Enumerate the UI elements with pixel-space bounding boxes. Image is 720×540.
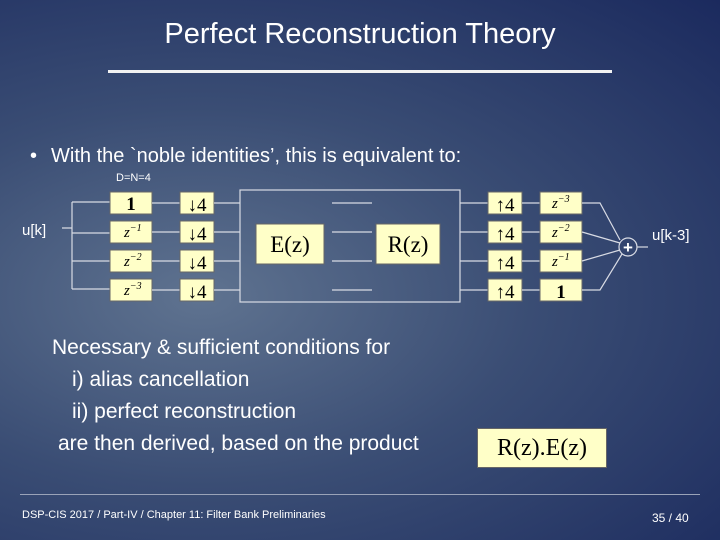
dn-label: D=N=4 bbox=[116, 172, 151, 184]
delay-text-0: 1 bbox=[126, 194, 136, 215]
R-block-text: R(z) bbox=[388, 232, 429, 257]
up-to-delay-wires bbox=[522, 202, 540, 291]
R-to-up-wires bbox=[460, 202, 488, 291]
footer-course-info: DSP-CIS 2017 / Part-IV / Chapter 11: Fil… bbox=[22, 509, 326, 521]
down-to-E-wires bbox=[214, 202, 240, 291]
filter-bank-diagram: 1 z−1 z−2 z−3 ↓4 ↓4 ↓4 ↓4 E(z) R(z) ↑4 ↑… bbox=[62, 189, 648, 303]
product-formula: R(z).E(z) bbox=[477, 428, 607, 468]
down-text-1: ↓4 bbox=[188, 224, 208, 245]
out-delay-text-1: z−2 bbox=[551, 223, 570, 241]
up-text-2: ↑4 bbox=[496, 253, 516, 274]
delay-to-adder-wires bbox=[581, 202, 623, 291]
conditions-line-3: ii) perfect reconstruction bbox=[72, 400, 297, 423]
analysis-delay-chain: 1 z−1 z−2 z−3 bbox=[109, 191, 153, 302]
adder-sign: + bbox=[623, 238, 633, 257]
synthesis-delay-chain: z−3 z−2 z−1 1 bbox=[539, 191, 583, 303]
E-block-text: E(z) bbox=[270, 232, 310, 257]
conditions-line-2: i) alias cancellation bbox=[72, 368, 250, 391]
out-delay-text-0: z−3 bbox=[551, 194, 570, 212]
footer-divider bbox=[20, 494, 700, 495]
up-text-1: ↑4 bbox=[496, 224, 516, 245]
output-signal-label: u[k-3] bbox=[652, 227, 690, 244]
out-delay-text-3: 1 bbox=[556, 282, 566, 303]
bullet-mark: • bbox=[30, 145, 38, 167]
delay-text-3: z−3 bbox=[123, 281, 142, 299]
polyphase-frame bbox=[239, 189, 461, 303]
R-block bbox=[375, 223, 441, 265]
input-fanout-wires bbox=[62, 201, 110, 290]
upsampler-column: ↑4 ↑4 ↑4 ↑4 bbox=[487, 191, 523, 303]
E-to-R-wires bbox=[332, 202, 372, 291]
input-signal-label: u[k] bbox=[22, 222, 47, 239]
delay-to-down-wires bbox=[152, 202, 180, 291]
title-underline bbox=[108, 70, 612, 73]
page-number: 35 / 40 bbox=[652, 511, 689, 525]
delay-text-2: z−2 bbox=[123, 252, 142, 270]
bullet-text: With the `noble identities’, this is equ… bbox=[51, 145, 462, 167]
out-delay-text-2: z−1 bbox=[551, 252, 570, 270]
delay-text-1: z−1 bbox=[123, 223, 142, 241]
bullet-text-line: • With the `noble identities’, this is eq… bbox=[30, 145, 461, 168]
E-block bbox=[255, 223, 325, 265]
slide-title: Perfect Reconstruction Theory bbox=[164, 18, 556, 50]
down-text-2: ↓4 bbox=[188, 253, 208, 274]
downsampler-column: ↓4 ↓4 ↓4 ↓4 bbox=[179, 191, 215, 303]
up-text-3: ↑4 bbox=[496, 282, 516, 303]
up-text-0: ↑4 bbox=[496, 195, 516, 216]
down-text-3: ↓4 bbox=[188, 282, 208, 303]
conditions-line-1: Necessary & sufficient conditions for bbox=[52, 336, 391, 359]
down-text-0: ↓4 bbox=[188, 195, 208, 216]
conditions-line-4: are then derived, based on the product bbox=[58, 432, 419, 455]
